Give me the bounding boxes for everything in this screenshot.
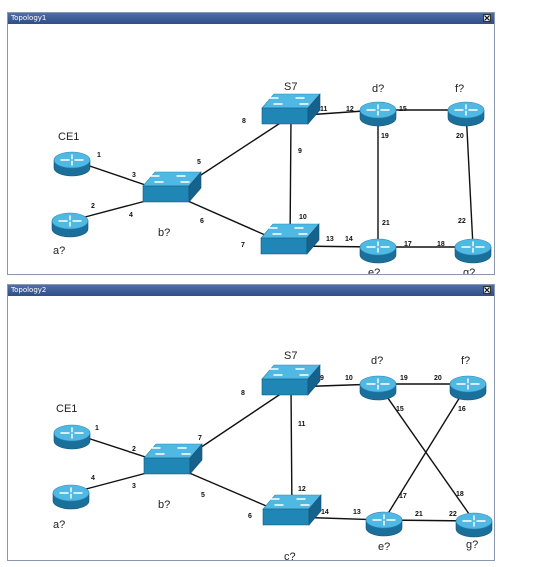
port-label: 5 (201, 492, 205, 499)
node-label-f: f? (455, 83, 464, 95)
port-label: 21 (382, 220, 390, 227)
node-label-b: b? (158, 499, 170, 511)
port-label: 10 (345, 375, 353, 382)
port-label: 14 (321, 509, 329, 516)
link-f-g (465, 109, 474, 248)
port-label: 4 (91, 475, 95, 482)
topology1-diagram: 13245867910111215161921131417182022S7d?f… (51, 81, 492, 291)
switch-icon[interactable] (261, 93, 321, 125)
port-label: 15 (399, 106, 407, 113)
port-label: 3 (132, 172, 136, 179)
window-titlebar: Topology1 (8, 13, 494, 24)
router-icon[interactable] (52, 484, 90, 510)
link-f-e (383, 383, 469, 521)
node-label-d: d? (371, 355, 383, 367)
port-label: 5 (197, 159, 201, 166)
port-label: 21 (415, 511, 423, 518)
port-label: 19 (381, 133, 389, 140)
switch-icon[interactable] (262, 494, 322, 526)
port-label: 3 (132, 483, 136, 490)
node-label-f: f? (461, 355, 470, 367)
port-label: 22 (458, 218, 466, 225)
port-label: 1 (95, 425, 99, 432)
port-label: 18 (456, 491, 464, 498)
router-icon[interactable] (447, 101, 485, 127)
port-label: 17 (399, 493, 407, 500)
port-label: 6 (200, 218, 204, 225)
node-label-s7: S7 (284, 81, 297, 93)
router-icon[interactable] (454, 238, 492, 264)
node-label-a: a? (53, 245, 65, 257)
port-label: 14 (345, 236, 353, 243)
node-label-b: b? (158, 227, 170, 239)
port-label: 8 (241, 390, 245, 397)
port-label: 18 (437, 241, 445, 248)
port-label: 20 (456, 133, 464, 140)
port-label: 19 (400, 375, 408, 382)
switch-icon[interactable] (142, 171, 202, 203)
window-title: Topology1 (11, 14, 47, 22)
port-label: 16 (458, 406, 466, 413)
port-label: 6 (248, 513, 252, 520)
port-label: 4 (129, 212, 133, 219)
port-label: 10 (299, 214, 307, 221)
router-icon[interactable] (455, 512, 493, 538)
nodes-layer: S7 d? f? CE1 a? b? c? e? g? (52, 350, 493, 563)
port-label: 12 (346, 106, 354, 113)
port-label: 7 (241, 242, 245, 249)
node-label-ce1: CE1 (58, 131, 79, 143)
topology-canvas: 13245867910111215161921131417182022S7d?f… (8, 24, 494, 291)
node-label-d: d? (372, 83, 384, 95)
port-label: 11 (320, 106, 328, 113)
node-label-ce1: CE1 (56, 403, 77, 415)
port-label: 1 (97, 152, 101, 159)
window-titlebar: Topology2 (8, 285, 494, 296)
port-label: 2 (91, 203, 95, 210)
node-label-a: a? (53, 519, 65, 531)
port-label: 15 (396, 406, 404, 413)
router-icon[interactable] (53, 424, 91, 450)
switch-icon[interactable] (260, 223, 320, 255)
port-label: 17 (404, 241, 412, 248)
port-label: 7 (198, 435, 202, 442)
port-label: 20 (434, 375, 442, 382)
node-label-e: e? (378, 541, 390, 553)
close-icon[interactable] (483, 286, 491, 294)
node-label-s7: S7 (284, 350, 297, 362)
port-label: 9 (298, 148, 302, 155)
router-icon[interactable] (359, 101, 397, 127)
node-label-g: g? (463, 267, 475, 274)
router-icon[interactable] (51, 212, 89, 238)
node-label-c: c? (284, 551, 296, 560)
node-label-e: e? (368, 267, 380, 274)
port-label: 11 (298, 421, 306, 428)
router-icon[interactable] (365, 511, 403, 537)
switch-icon[interactable] (143, 443, 203, 475)
close-icon[interactable] (483, 14, 491, 22)
router-icon[interactable] (449, 375, 487, 401)
port-label: 13 (353, 509, 361, 516)
router-icon[interactable] (359, 375, 397, 401)
switch-icon[interactable] (261, 364, 321, 396)
port-label: 22 (449, 511, 457, 518)
window-title: Topology2 (11, 286, 47, 294)
node-label-g: g? (466, 539, 478, 551)
port-label: 12 (298, 486, 306, 493)
port-label: 9 (320, 375, 324, 382)
router-icon[interactable] (53, 151, 91, 177)
router-icon[interactable] (359, 238, 397, 264)
port-label: 2 (132, 446, 136, 453)
port-label: 8 (242, 118, 246, 125)
topology1-window: Topology1 132458679101112151619211314171… (7, 12, 495, 291)
port-label: 13 (326, 236, 334, 243)
